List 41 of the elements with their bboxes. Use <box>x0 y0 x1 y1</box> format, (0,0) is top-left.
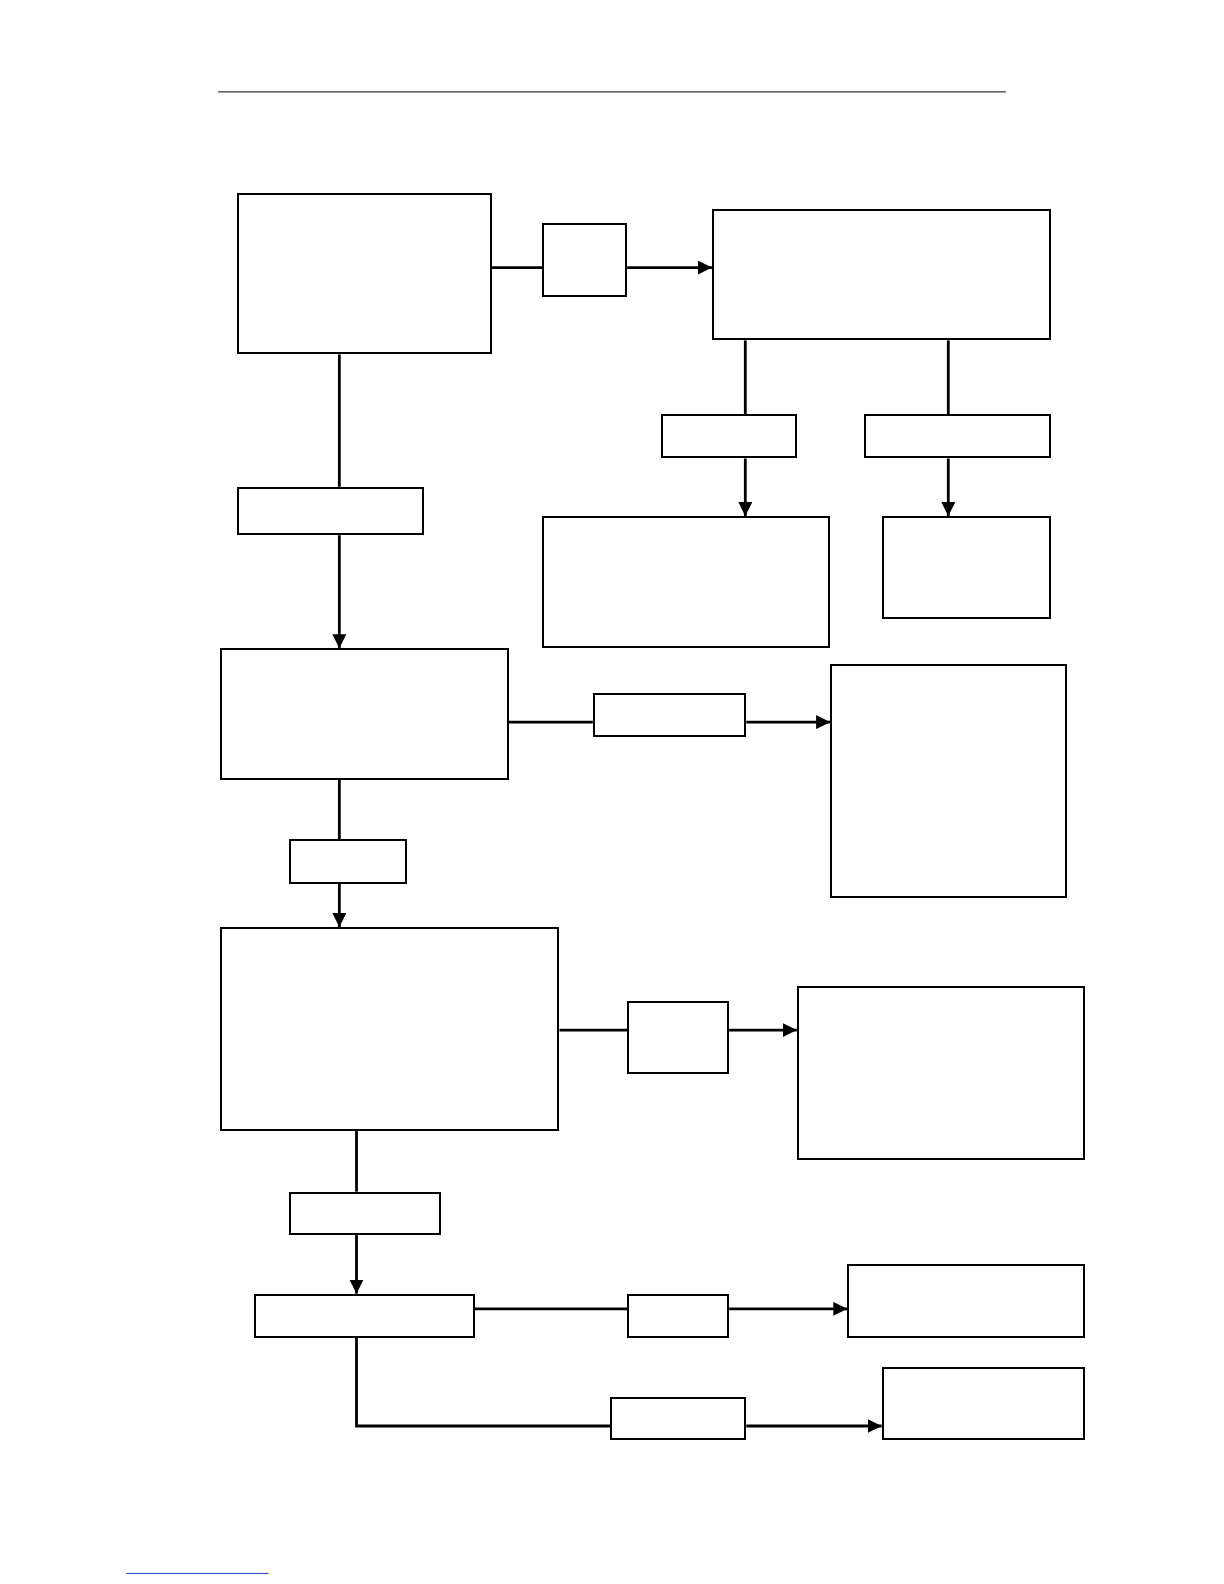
connector-line <box>474 1307 628 1311</box>
connector-line <box>337 779 341 840</box>
empty-box <box>254 1293 475 1339</box>
connector-line <box>355 1338 610 1428</box>
empty-box <box>542 223 628 297</box>
connector-line <box>355 1131 358 1192</box>
arrow <box>746 715 831 730</box>
arrow <box>746 1419 882 1433</box>
empty-box <box>220 648 509 780</box>
connector-line <box>509 720 593 724</box>
empty-box <box>220 927 560 1132</box>
empty-box <box>627 1293 730 1339</box>
arrow <box>332 535 347 649</box>
empty-box <box>609 1396 747 1441</box>
connector-line <box>491 266 543 269</box>
arrow <box>941 458 956 517</box>
empty-box <box>627 1000 730 1074</box>
connector-line <box>743 340 747 415</box>
empty-box <box>661 414 797 459</box>
arrow <box>738 458 753 517</box>
arrow <box>627 260 712 275</box>
empty-box <box>881 1367 1085 1441</box>
empty-box <box>796 985 1085 1161</box>
empty-box <box>711 209 1052 341</box>
arrow <box>729 1023 797 1038</box>
empty-box <box>830 663 1068 898</box>
arrow <box>349 1235 364 1294</box>
empty-box <box>847 1264 1085 1339</box>
arrow <box>332 883 347 928</box>
empty-box <box>288 1191 442 1236</box>
arrow <box>729 1301 848 1316</box>
empty-box <box>237 486 425 536</box>
empty-box <box>881 516 1052 620</box>
connector-line <box>559 1028 628 1032</box>
connector-line <box>946 340 950 415</box>
empty-box <box>542 516 831 649</box>
empty-box <box>864 414 1052 459</box>
empty-box <box>592 692 747 738</box>
connector-line <box>337 354 341 487</box>
empty-box <box>288 839 407 884</box>
empty-box <box>237 192 492 355</box>
